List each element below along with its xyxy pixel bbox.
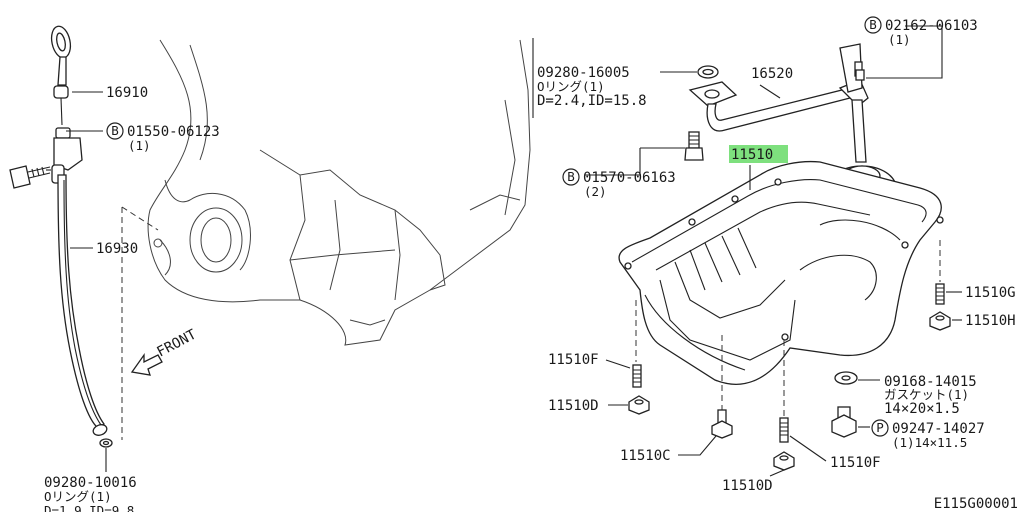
bracket-bolt-icon	[9, 165, 51, 189]
pan-dashed-lines	[635, 240, 941, 418]
label-drain-plug-sub: (1)14×11.5	[892, 435, 967, 450]
o-ring-bottom-icon	[99, 438, 113, 448]
label-pan-bolt[interactable]: 01570-06163	[583, 170, 676, 186]
reference-dashed-line	[121, 206, 159, 440]
label-o-ring-top[interactable]: 09280-16005	[537, 65, 630, 81]
label-guide-tube[interactable]: 16930	[96, 241, 138, 257]
label-stud-f-right[interactable]: 11510F	[830, 455, 881, 471]
label-stud-g[interactable]: 11510G	[965, 285, 1016, 301]
stud-f-left-icon	[632, 364, 642, 388]
stud-f-right-icon	[779, 417, 789, 443]
svg-text:P: P	[876, 420, 884, 435]
gasket-icon	[834, 371, 858, 385]
p-marker-drain: P	[871, 419, 889, 437]
label-bracket-bolt[interactable]: 01550-06123	[127, 124, 220, 140]
label-oil-strainer[interactable]: 16520	[751, 66, 793, 82]
label-gasket-sub1: ガスケット(1)	[884, 387, 969, 402]
svg-text:B: B	[567, 169, 575, 184]
label-o-ring-top-sub1: Oリング(1)	[537, 79, 605, 94]
nut-d-bottom-icon	[773, 451, 795, 471]
b-marker-pan: B	[562, 168, 580, 186]
label-stud-f-left[interactable]: 11510F	[548, 352, 599, 368]
label-strainer-bolt[interactable]: 02162-06103	[885, 18, 978, 34]
label-o-ring-bottom[interactable]: 09280-10016	[44, 475, 137, 491]
drain-plug-icon	[831, 406, 857, 438]
label-nut-h[interactable]: 11510H	[965, 313, 1016, 329]
stud-g-icon	[935, 283, 945, 305]
diagram-code: E115G00001	[934, 496, 1018, 512]
label-oil-pan[interactable]: 11510	[731, 147, 773, 163]
dipstick-bracket	[51, 127, 83, 184]
pan-bolt-icon	[684, 131, 704, 161]
b-marker-strainer: B	[864, 16, 882, 34]
label-dipstick[interactable]: 16910	[106, 85, 148, 101]
guide-tube	[57, 174, 108, 436]
b-marker-left: B	[106, 122, 124, 140]
highlight-oil-pan	[729, 145, 788, 163]
label-nut-d-left[interactable]: 11510D	[548, 398, 599, 414]
nut-d-left-icon	[628, 395, 650, 415]
label-o-ring-bottom-sub1: Oリング(1)	[44, 489, 112, 504]
engine-block	[147, 39, 531, 346]
oil-pan	[618, 160, 944, 385]
o-ring-top-icon	[697, 65, 719, 79]
label-gasket-sub2: 14×20×1.5	[884, 401, 960, 417]
dipstick	[50, 25, 72, 126]
label-o-ring-top-sub2: D=2.4,ID=15.8	[537, 93, 647, 109]
front-arrow-icon	[130, 352, 163, 376]
nut-h-icon	[929, 311, 951, 331]
label-nut-d-bottom[interactable]: 11510D	[722, 478, 773, 494]
label-bracket-bolt-qty: (1)	[128, 138, 151, 153]
svg-text:B: B	[869, 17, 877, 32]
label-pan-bolt-qty: (2)	[584, 184, 607, 199]
label-drain-plug[interactable]: 09247-14027	[892, 421, 985, 437]
label-o-ring-bottom-sub2: D=1.9,ID=9.8	[44, 503, 134, 512]
label-gasket[interactable]: 09168-14015	[884, 374, 977, 390]
label-bolt-c[interactable]: 11510C	[620, 448, 671, 464]
front-label: FRONT	[154, 326, 199, 360]
bolt-c-icon	[711, 409, 733, 439]
label-strainer-bolt-qty: (1)	[888, 32, 911, 47]
strainer-bolt-icon	[855, 69, 865, 81]
svg-text:B: B	[111, 123, 119, 138]
